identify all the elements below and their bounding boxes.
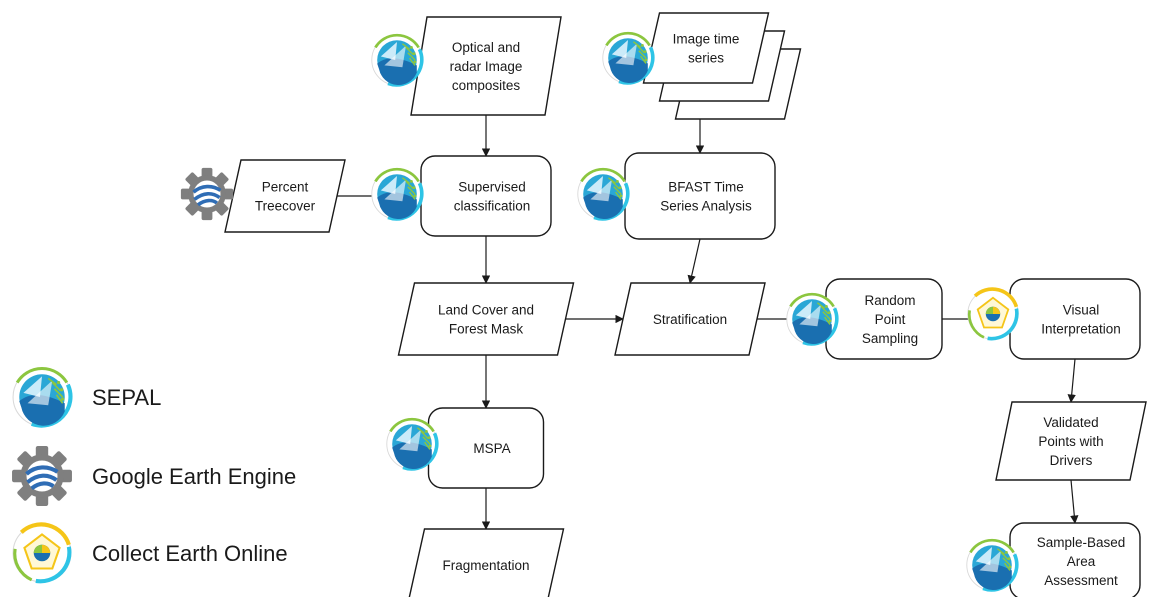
node-random-label: Point [875, 312, 906, 327]
node-bfast-label: Series Analysis [660, 199, 752, 214]
node-supervised: Supervised classification [370, 155, 552, 237]
node-visual-label: Interpretation [1041, 322, 1121, 337]
sepal-icon [576, 167, 630, 221]
node-optical: Optical and radar Image composites [370, 16, 562, 116]
node-stratification-shape [614, 282, 766, 356]
node-optical-label: radar Image [450, 59, 523, 74]
node-supervised-label: Supervised [458, 180, 526, 195]
node-sample-label: Sample-Based [1037, 535, 1126, 550]
edge-bfast-to-stratification [687, 238, 701, 284]
node-validated-label: Drivers [1050, 453, 1093, 468]
sepal-icon [370, 33, 424, 87]
legend-label: Collect Earth Online [92, 541, 288, 566]
google-earth-engine-icon [180, 167, 234, 221]
node-random-label: Random [864, 293, 915, 308]
legend-item-1: Google Earth Engine [12, 446, 296, 506]
node-fragmentation-shape [408, 528, 565, 597]
node-validated-shape [995, 401, 1147, 481]
node-timeseries-sheet-0 [642, 12, 770, 84]
nodes: Optical and radar Image composites Image ti… [180, 12, 1147, 597]
node-validated-label: Points with [1038, 434, 1103, 449]
legend-item-0: SEPAL [13, 368, 161, 426]
node-stratification: Stratification [614, 282, 766, 356]
legend-label: Google Earth Engine [92, 464, 296, 489]
sepal-icon [13, 368, 71, 426]
node-random-label: Sampling [862, 331, 918, 346]
node-sample-label: Assessment [1044, 573, 1118, 588]
node-timeseries: Image time series [601, 12, 802, 120]
node-landcover-shape [397, 282, 575, 356]
node-landcover-label: Forest Mask [449, 322, 524, 337]
edge-visual-to-validated [1067, 358, 1076, 403]
node-validated-label: Validated [1043, 415, 1098, 430]
node-supervised-label: classification [454, 199, 531, 214]
sepal-icon [965, 538, 1019, 592]
node-timeseries-label: series [688, 51, 724, 66]
node-visual-shape [1009, 278, 1141, 360]
sepal-icon [785, 292, 839, 346]
legend-item-2: Collect Earth Online [13, 524, 288, 582]
sepal-icon [370, 167, 424, 221]
legend-label: SEPAL [92, 385, 161, 410]
node-bfast-label: BFAST Time [668, 180, 744, 195]
node-stratification-label: Stratification [653, 312, 727, 327]
node-visual-label: Visual [1063, 303, 1100, 318]
node-bfast-shape [624, 152, 776, 240]
collect-earth-online-icon [966, 287, 1020, 341]
google-earth-engine-icon [12, 446, 72, 506]
node-treecover-shape [224, 159, 346, 233]
sepal-icon [601, 31, 655, 85]
node-fragmentation-label: Fragmentation [442, 558, 529, 573]
collect-earth-online-icon [13, 524, 71, 582]
node-mspa: MSPA [385, 407, 545, 489]
edge-validated-to-sample [1070, 479, 1079, 524]
node-sample-label: Area [1067, 554, 1096, 569]
sepal-icon [385, 417, 439, 471]
node-optical-shape [410, 16, 562, 116]
node-mspa-label: MSPA [473, 441, 510, 456]
node-fragmentation: Fragmentation [408, 528, 565, 597]
node-treecover-label: Treecover [255, 199, 316, 214]
node-treecover-label: Percent [262, 180, 309, 195]
node-optical-label: Optical and [452, 40, 520, 55]
node-supervised-shape [420, 155, 552, 237]
node-landcover-label: Land Cover and [438, 303, 534, 318]
node-timeseries-label: Image time [673, 32, 740, 47]
node-optical-label: composites [452, 78, 521, 93]
